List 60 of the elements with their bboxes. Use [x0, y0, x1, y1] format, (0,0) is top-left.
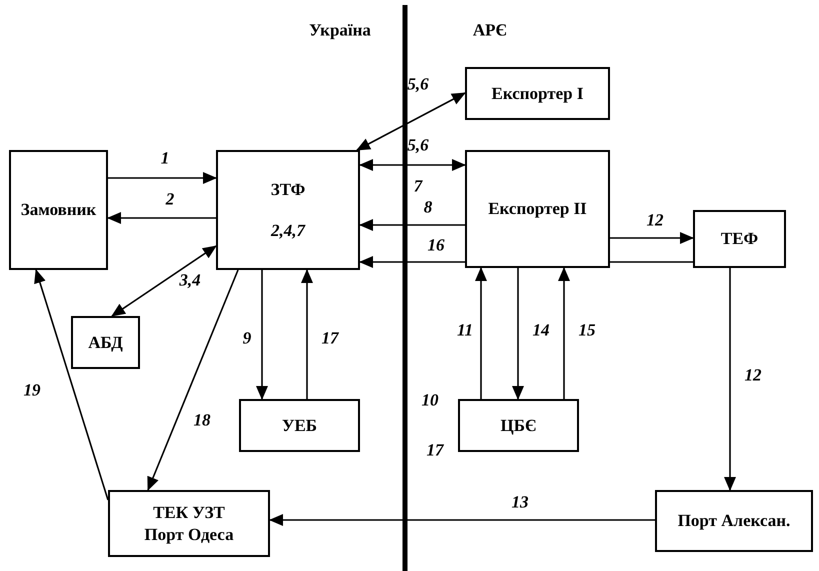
process-box [108, 490, 270, 557]
process-box [465, 150, 610, 268]
arrow [512, 268, 524, 400]
region-label: Україна [309, 22, 371, 38]
edge-label: 14 [532, 322, 550, 338]
arrow [610, 232, 694, 244]
edge-label: 8 [424, 198, 432, 216]
box-note: 2,4,7 [271, 220, 305, 242]
box-title: Експортер II [488, 198, 587, 220]
edge-label: 5,6 [407, 136, 429, 154]
step-number: 17 [426, 442, 444, 458]
arrow [34, 269, 109, 500]
process-box [465, 67, 610, 120]
edge-label: 19 [24, 382, 40, 398]
arrow [269, 514, 655, 526]
process-box [71, 316, 140, 369]
step-number: 10 [422, 392, 438, 408]
box-title: ТЕК УЗТ Порт Одеса [143, 502, 235, 545]
arrow [301, 269, 313, 399]
edge-label: 12 [646, 212, 664, 228]
edge-label: 17 [322, 330, 338, 346]
arrow [256, 270, 268, 400]
arrow [359, 219, 465, 231]
arrow [107, 212, 216, 224]
box-title: ЦБЄ [500, 414, 536, 436]
edge-label: 16 [428, 236, 444, 254]
box-title: Замовник [20, 199, 96, 221]
arrow [475, 267, 487, 399]
process-box [693, 210, 786, 268]
process-box [216, 150, 360, 270]
edge-label: 2 [166, 190, 174, 208]
step-number: 7 [414, 178, 422, 194]
process-box [458, 399, 579, 452]
arrow [147, 270, 239, 491]
arrow [359, 159, 466, 171]
box-title: Експортер I [492, 82, 584, 104]
process-box [9, 150, 108, 270]
arrow [359, 256, 465, 268]
arrow [111, 245, 217, 317]
edge-label: 15 [578, 322, 596, 338]
arrow [724, 268, 736, 491]
edge-label: 5,6 [407, 76, 429, 92]
region-label: АРЄ [472, 22, 508, 38]
edge-label: 11 [456, 322, 474, 338]
process-box [655, 490, 813, 552]
edge-label: 9 [242, 330, 252, 346]
box-title: ЗТФ [270, 178, 306, 200]
edge-label: 3,4 [179, 272, 201, 288]
arrow [356, 92, 466, 151]
box-title: УЕБ [282, 414, 318, 436]
arrow [108, 172, 217, 184]
box-title: ТЕФ [720, 228, 758, 250]
process-box [239, 399, 360, 452]
edge-label: 12 [744, 366, 762, 384]
edge-label: 1 [160, 150, 170, 166]
box-title: АБД [88, 332, 123, 354]
box-title: Порт Алексан. [678, 510, 790, 532]
arrow [558, 267, 570, 399]
edge-label: 13 [512, 494, 528, 510]
edge-label: 18 [194, 412, 210, 428]
